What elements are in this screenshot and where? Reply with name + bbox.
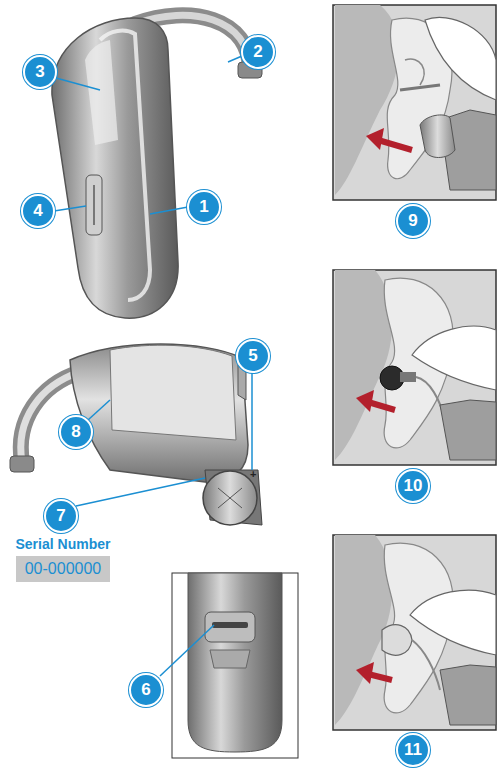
callout-number: 7 <box>44 499 78 533</box>
serial-value: 00-000000 <box>16 556 111 582</box>
callout-number: 4 <box>21 194 55 228</box>
callout-number: 6 <box>129 673 163 707</box>
serial-number-plate: Serial Number 00-000000 <box>16 536 111 582</box>
callout-number: 9 <box>396 204 430 238</box>
callout-number: 10 <box>396 469 430 503</box>
callout-number: 5 <box>236 339 270 373</box>
serial-heading: Serial Number <box>16 536 111 552</box>
callout-number: 11 <box>396 733 430 767</box>
svg-text:+: + <box>250 468 256 480</box>
callout-number: 3 <box>23 55 57 89</box>
callout-number: 1 <box>187 190 221 224</box>
callout-number: 8 <box>59 415 93 449</box>
callout-number: 2 <box>241 35 275 69</box>
